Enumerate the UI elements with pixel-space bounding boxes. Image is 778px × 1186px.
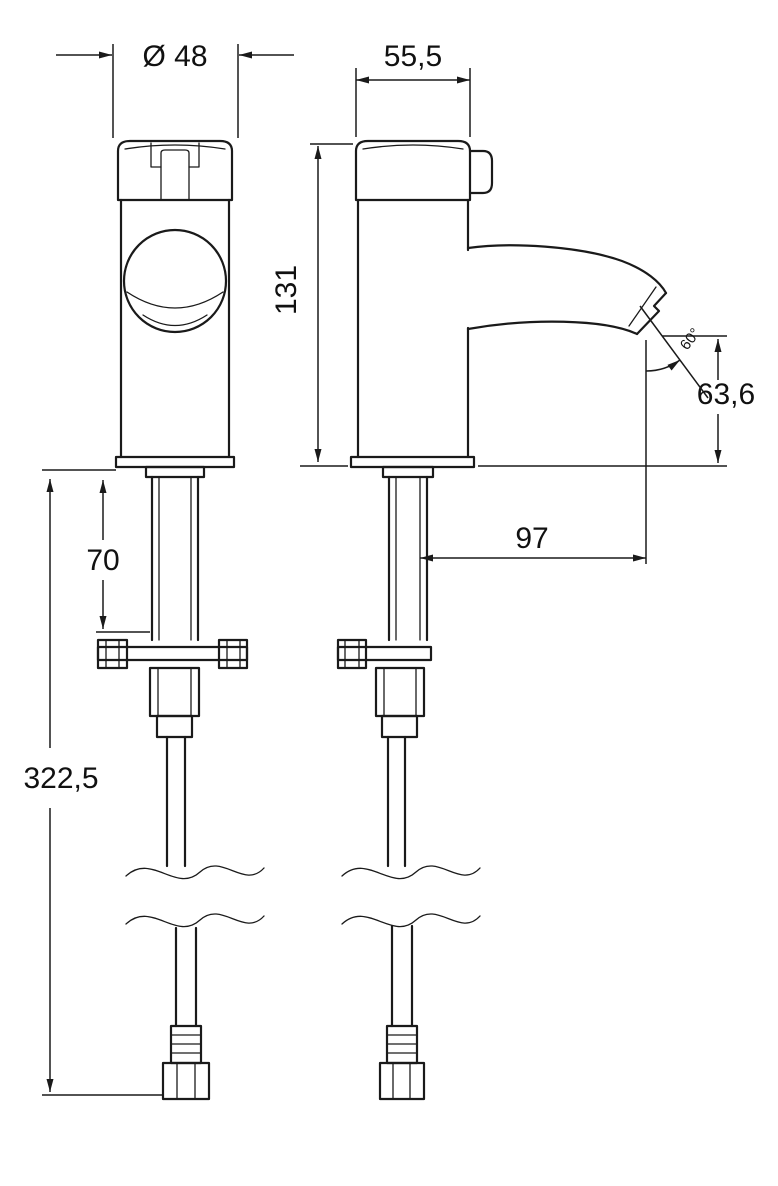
dim-reach-label: 97 [515,522,548,555]
supply-pipe-upper [386,735,407,868]
hose-hex-nut-facets [176,1062,196,1100]
dim-depth-label: 55,5 [384,40,442,73]
dim-angle: 60° [639,305,709,399]
break-line-1 [125,865,265,880]
hose-hex-nut [161,1061,211,1101]
lever-tab [468,149,494,195]
cap-outline [116,139,234,202]
dim-angle-label: 60° [677,325,704,353]
fitting-nut [148,666,201,718]
fitting-step [155,714,194,739]
dim-diameter: Ø 48 [56,40,294,138]
break-line-1 [341,865,481,880]
dim-height-label: 131 [270,265,303,315]
hose-crimp-ribs [386,1034,418,1054]
mounting-bracket-plate [96,645,249,662]
fitting-nut-facets [157,667,192,717]
bracket-nut-left-facets [105,639,120,669]
shank-washer [144,465,206,479]
dim-total-length-label: 322,5 [23,762,98,795]
dim-total-length: 322,5 [23,479,162,1096]
supply-pipe-upper [165,735,187,868]
cap-handle-tab [160,149,190,200]
body-sides [356,198,470,459]
dim-height: 131 [270,143,353,467]
shank-washer [381,465,435,479]
bracket-nut-right [217,638,249,670]
hose-hex-nut [378,1061,426,1101]
bracket-nut-left [96,638,129,670]
cap-outline [354,139,472,202]
cap-rim [362,144,464,150]
body-sides [119,198,231,459]
break-line-2 [125,913,265,928]
threaded-shank-inner [395,476,421,641]
hose-hex-nut-facets [392,1062,411,1100]
dim-outlet-height-label: 63,6 [697,378,755,411]
supply-pipe-lower [390,924,414,1028]
fitting-nut-facets [383,667,417,717]
supply-pipe-lower [174,926,198,1028]
cap-handle-slot [150,142,200,168]
bracket-nut-right-facets [226,639,241,669]
dim-outlet-height: 63,6 [478,335,755,467]
hose-crimp-ribs [170,1034,202,1054]
bracket-nut-facets [344,639,360,669]
threaded-shank-inner [158,476,192,641]
dim-clamp-range: 70 [42,469,150,633]
side-view [336,139,668,1101]
threaded-shank [150,475,200,642]
angle-arc [645,359,681,372]
fitting-step [380,714,419,739]
mounting-bracket-plate [336,645,433,662]
dim-reach: 97 [420,340,647,564]
knob-circle [122,228,228,334]
knob-dome-arc [126,291,224,309]
knob-lower-arc [142,314,208,327]
base-flange [349,455,476,469]
front-view [96,139,265,1101]
break-line-2 [341,913,481,928]
spout-underside [466,320,639,336]
angle-reference-line [639,305,709,399]
spout-top [466,244,668,295]
dim-diameter-label: Ø 48 [142,40,207,73]
base-flange [114,455,236,469]
dim-clamp-range-label: 70 [86,544,119,577]
fitting-nut [374,666,426,718]
dim-depth: 55,5 [355,40,471,137]
cap-rim [124,144,226,150]
spout-outlet-face [635,291,668,336]
bracket-nut [336,638,368,670]
aerator-line [628,286,657,327]
